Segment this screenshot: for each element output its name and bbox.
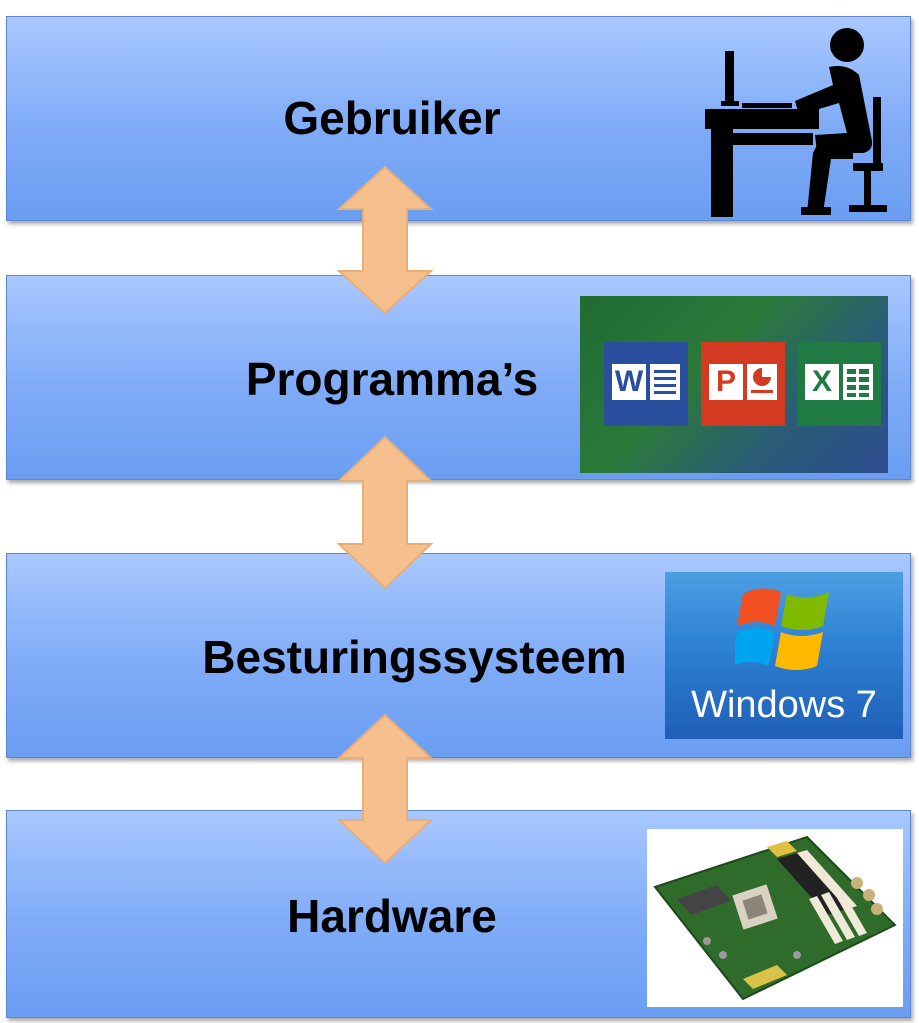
bidirectional-arrow-1 — [335, 165, 435, 315]
motherboard-image — [647, 829, 903, 1007]
layer-gebruiker: Gebruiker — [6, 16, 911, 221]
layer-programmas: Programma’s W P X — [6, 275, 911, 480]
layer-label-gebruiker: Gebruiker — [283, 92, 501, 144]
bidirectional-arrow-2 — [335, 435, 435, 590]
excel-icon: X — [797, 342, 881, 426]
layer-besturingssysteem: Besturingssysteem Windows 7 — [6, 553, 911, 758]
word-icon: W — [604, 342, 688, 426]
layer-hardware: Hardware — [6, 810, 911, 1018]
bidirectional-arrow-3 — [335, 713, 435, 865]
layer-label-programmas: Programma’s — [245, 353, 539, 405]
layer-label-besturingssysteem: Besturingssysteem — [202, 631, 627, 683]
windows-flag-icon — [735, 588, 829, 670]
windows-7-logo: Windows 7 — [665, 572, 903, 739]
windows-7-text: Windows 7 — [691, 684, 877, 726]
layer-label-hardware: Hardware — [287, 890, 497, 942]
person-at-desk-icon — [697, 23, 897, 219]
office-apps-image: W P X — [580, 296, 888, 473]
powerpoint-icon: P — [701, 342, 785, 426]
